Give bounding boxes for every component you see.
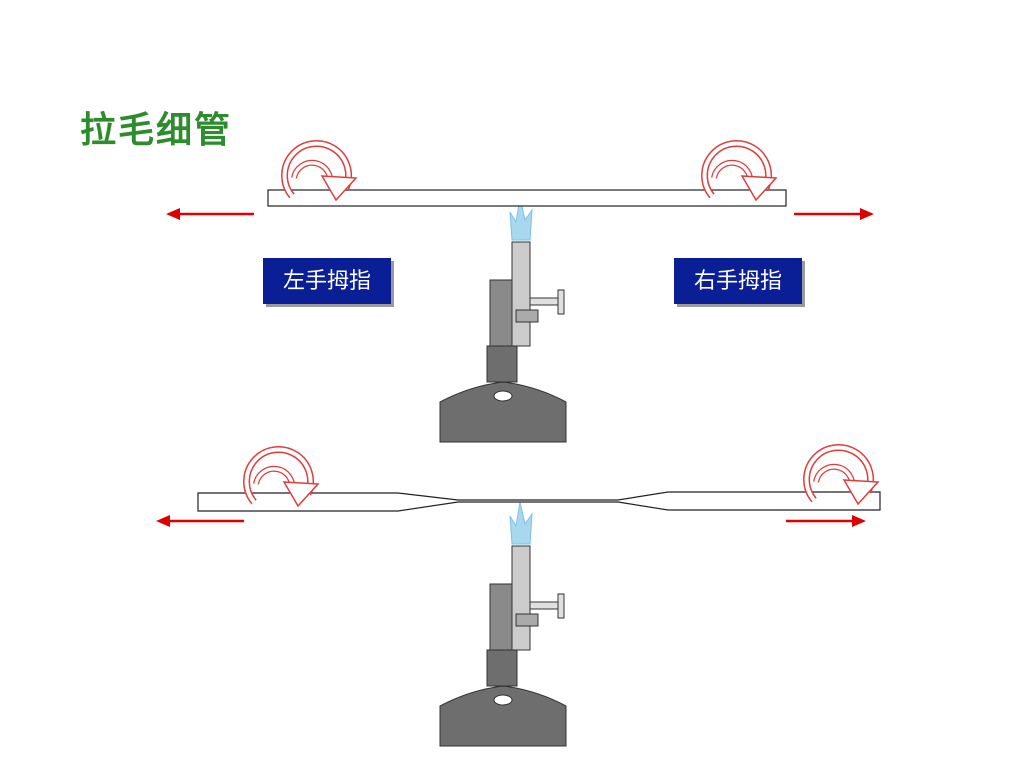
pull-arrow-icon bbox=[794, 208, 874, 220]
drawn-capillary-tube bbox=[197, 491, 881, 512]
burner-bottom bbox=[439, 501, 567, 747]
left-thumb-label: 左手拇指 bbox=[263, 258, 391, 304]
slide-title: 拉毛细管 bbox=[80, 109, 233, 151]
glass-tube-top bbox=[267, 189, 787, 207]
pull-arrow-icon bbox=[166, 208, 254, 220]
pull-arrow-icon bbox=[786, 515, 866, 527]
pull-arrow-icon bbox=[156, 515, 244, 527]
right-thumb-label: 右手拇指 bbox=[674, 258, 802, 304]
burner-top bbox=[439, 197, 567, 443]
